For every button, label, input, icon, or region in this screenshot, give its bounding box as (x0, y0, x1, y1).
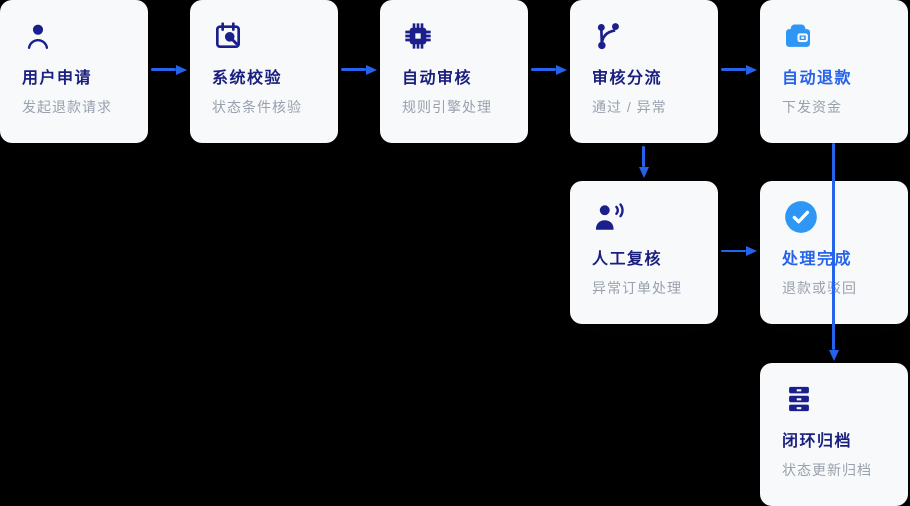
node-auto-review: 自动审核 规则引擎处理 (380, 0, 528, 143)
node-title: 自动退款 (782, 70, 853, 87)
server-stack-icon (782, 381, 886, 417)
calendar-search-icon (212, 18, 316, 54)
node-subtitle: 发起退款请求 (22, 99, 112, 115)
arrow-review-split-to-manual-review (638, 146, 649, 178)
node-subtitle: 异常订单处理 (592, 280, 682, 296)
arrow-head-icon (828, 350, 839, 361)
arrow-system-check-to-auto-review (341, 64, 377, 75)
node-system-check: 系统校验 状态条件核验 (190, 0, 338, 143)
arrow-head-icon (176, 64, 187, 75)
arrow-manual-review-to-process-done (721, 246, 757, 256)
node-subtitle: 通过 / 异常 (592, 99, 667, 115)
node-review-split: 审核分流 通过 / 异常 (570, 0, 718, 143)
node-subtitle: 状态更新归档 (782, 462, 872, 478)
arrow-auto-refund-to-archive (828, 143, 839, 361)
arrow-head-icon (638, 167, 649, 178)
branch-icon (592, 18, 696, 54)
arrow-head-icon (366, 64, 377, 75)
node-subtitle: 下发资金 (782, 99, 842, 115)
node-subtitle: 退款或驳回 (782, 280, 857, 296)
node-subtitle: 规则引擎处理 (402, 99, 492, 115)
node-title: 闭环归档 (782, 433, 853, 450)
node-title: 系统校验 (212, 70, 283, 87)
arrow-head-icon (746, 64, 757, 75)
node-auto-refund: 自动退款 下发资金 (760, 0, 908, 143)
node-title: 人工复核 (592, 251, 663, 268)
wallet-icon (782, 18, 886, 54)
arrow-user-apply-to-system-check (151, 64, 187, 75)
node-user-apply: 用户申请 发起退款请求 (0, 0, 148, 143)
cpu-icon (402, 18, 506, 54)
node-title: 用户申请 (22, 70, 93, 87)
node-title: 自动审核 (402, 70, 473, 87)
arrow-auto-review-to-review-split (531, 64, 567, 75)
node-title: 审核分流 (592, 70, 663, 87)
person-voice-icon (592, 199, 696, 235)
arrow-review-split-to-auto-refund (721, 64, 757, 75)
node-archive: 闭环归档 状态更新归档 (760, 363, 908, 506)
node-manual-review: 人工复核 异常订单处理 (570, 181, 718, 324)
arrow-head-icon (556, 64, 567, 75)
user-icon (22, 18, 126, 54)
check-circle-icon (782, 199, 886, 235)
node-subtitle: 状态条件核验 (212, 99, 302, 115)
arrow-head-icon (746, 246, 757, 256)
